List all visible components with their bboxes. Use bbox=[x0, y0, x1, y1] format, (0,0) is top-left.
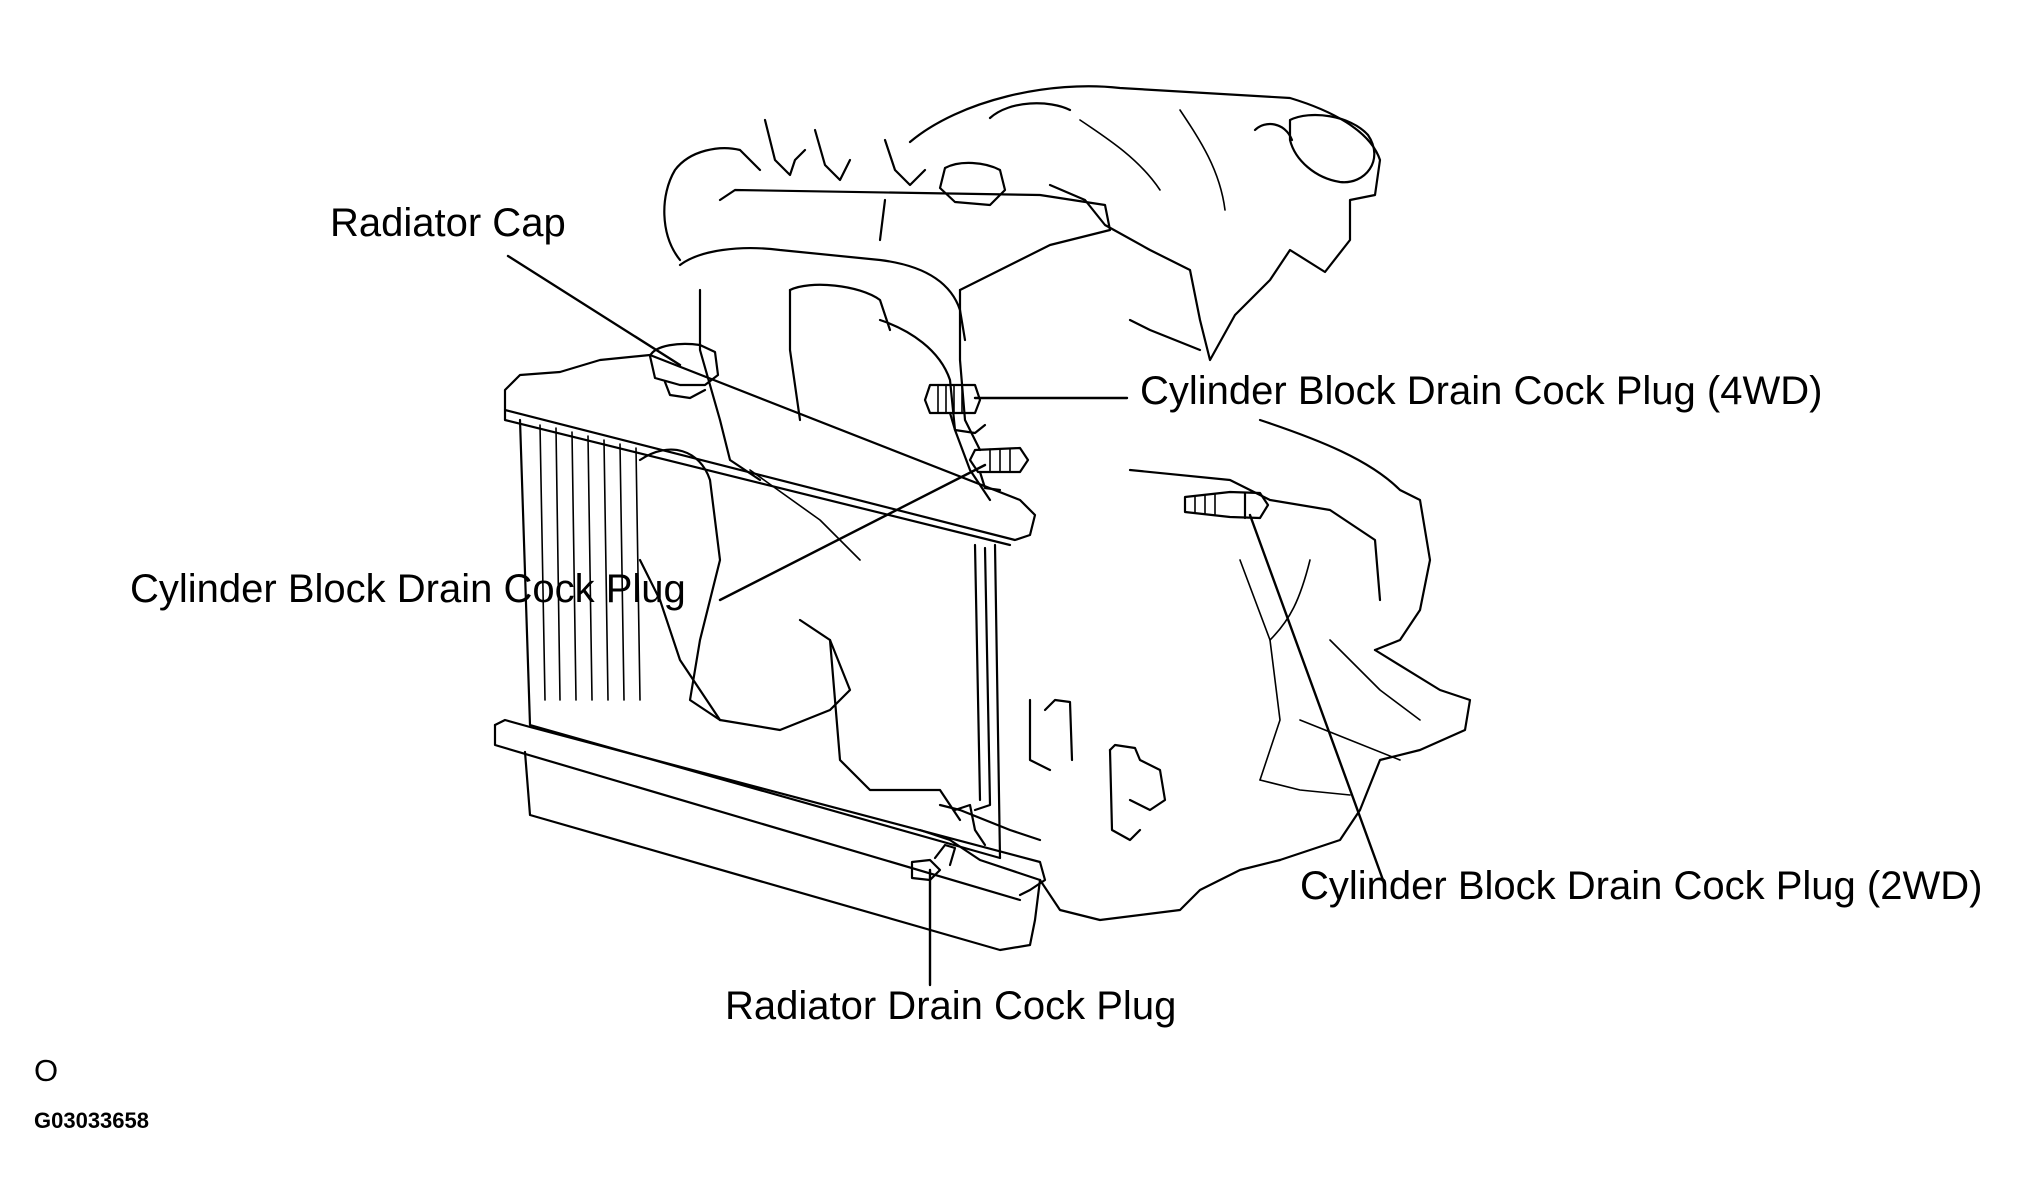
drain-plug-center-part bbox=[968, 446, 1030, 492]
leader-drain-center bbox=[718, 463, 987, 602]
label-cylinder-block-drain: Cylinder Block Drain Cock Plug bbox=[130, 567, 686, 611]
label-radiator-drain: Radiator Drain Cock Plug bbox=[725, 984, 1177, 1028]
drain-plug-2wd-part bbox=[1183, 490, 1270, 520]
coolant-hoses bbox=[638, 247, 992, 822]
leader-lines bbox=[506, 254, 1385, 987]
label-radiator-cap: Radiator Cap bbox=[330, 201, 566, 245]
radiator bbox=[493, 353, 1047, 952]
leader-drain-2wd bbox=[1248, 513, 1385, 882]
drain-plug-4wd-part bbox=[923, 383, 987, 435]
leader-radiator-cap bbox=[506, 254, 682, 367]
radiator-drain-plug-part bbox=[910, 843, 957, 882]
corner-mark: O bbox=[34, 1053, 59, 1088]
label-cylinder-block-drain-4wd: Cylinder Block Drain Cock Plug (4WD) bbox=[1140, 369, 1823, 413]
label-cylinder-block-drain-2wd: Cylinder Block Drain Cock Plug (2WD) bbox=[1300, 864, 1983, 908]
figure-id: G03033658 bbox=[34, 1108, 149, 1133]
